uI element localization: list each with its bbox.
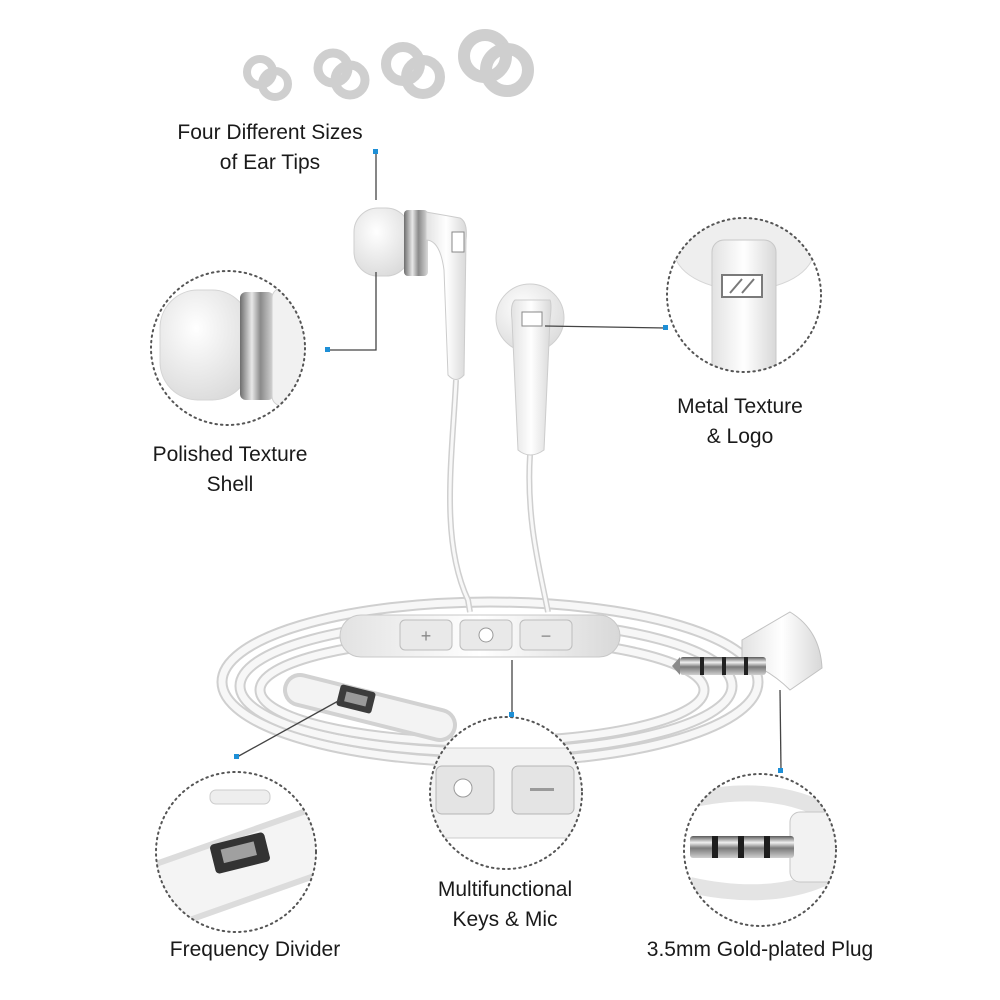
volume-up-symbol: + — [421, 626, 432, 646]
metal-logo-label-line1: Metal Texture — [677, 395, 803, 418]
metal-logo-label: Metal Texture & Logo — [640, 392, 840, 452]
accent-dot-keys — [509, 712, 514, 717]
right-earpiece — [495, 283, 565, 456]
leader-line-plug — [779, 689, 782, 771]
ear-tip-small — [243, 55, 292, 101]
left-earpiece — [353, 207, 467, 380]
leader-line-shell — [328, 272, 377, 351]
shell-label-line2: Shell — [206, 473, 254, 496]
detail-circle-keys-mic — [429, 716, 583, 870]
frequency-divider — [283, 673, 457, 742]
accent-dot-metal — [663, 325, 668, 330]
ear-tips-label-line2: of Ear Tips — [219, 151, 321, 174]
accent-dot-plug — [778, 768, 783, 773]
leader-line-divider — [236, 699, 341, 758]
detail-circle-plug — [683, 773, 837, 927]
ear-tip-extra-large — [458, 29, 534, 97]
detail-circle-shell — [150, 270, 306, 426]
ear-tip-medium — [313, 48, 370, 100]
divider-label: Frequency Divider — [140, 935, 370, 965]
inline-remote: + − — [339, 614, 621, 658]
sennheiser-logo-icon — [451, 231, 465, 253]
shell-label: Polished Texture Shell — [120, 440, 340, 500]
metal-logo-label-line2: & Logo — [706, 425, 774, 448]
earpiece-cables — [447, 379, 551, 613]
accent-dot-divider — [234, 754, 239, 759]
volume-up-key — [399, 619, 453, 651]
plug-label-line1: 3.5mm Gold-plated Plug — [646, 938, 874, 961]
accent-dots — [234, 149, 783, 773]
sennheiser-logo-icon — [521, 311, 543, 327]
keys-mic-label-line1: Multifunctional — [437, 878, 573, 901]
detail-circle-metal-logo — [666, 217, 822, 373]
accent-dot-ear-tips — [373, 149, 378, 154]
volume-down-symbol: − — [541, 626, 552, 646]
ear-tips-group — [243, 29, 534, 101]
shell-label-line1: Polished Texture — [152, 443, 308, 466]
ear-tips-label: Four Different Sizes of Ear Tips — [150, 118, 390, 178]
divider-label-line1: Frequency Divider — [169, 938, 341, 961]
accent-dot-shell — [325, 347, 330, 352]
keys-mic-label-line2: Keys & Mic — [452, 908, 558, 931]
ear-tip-large — [381, 42, 445, 99]
audio-plug — [672, 611, 823, 691]
ear-tips-label-line1: Four Different Sizes — [177, 121, 363, 144]
detail-circle-divider — [155, 771, 317, 933]
plug-label: 3.5mm Gold-plated Plug — [610, 935, 910, 965]
keys-mic-label: Multifunctional Keys & Mic — [400, 875, 610, 935]
leader-line-metal — [544, 325, 667, 329]
leader-lines — [236, 152, 782, 771]
volume-down-key — [519, 619, 573, 651]
